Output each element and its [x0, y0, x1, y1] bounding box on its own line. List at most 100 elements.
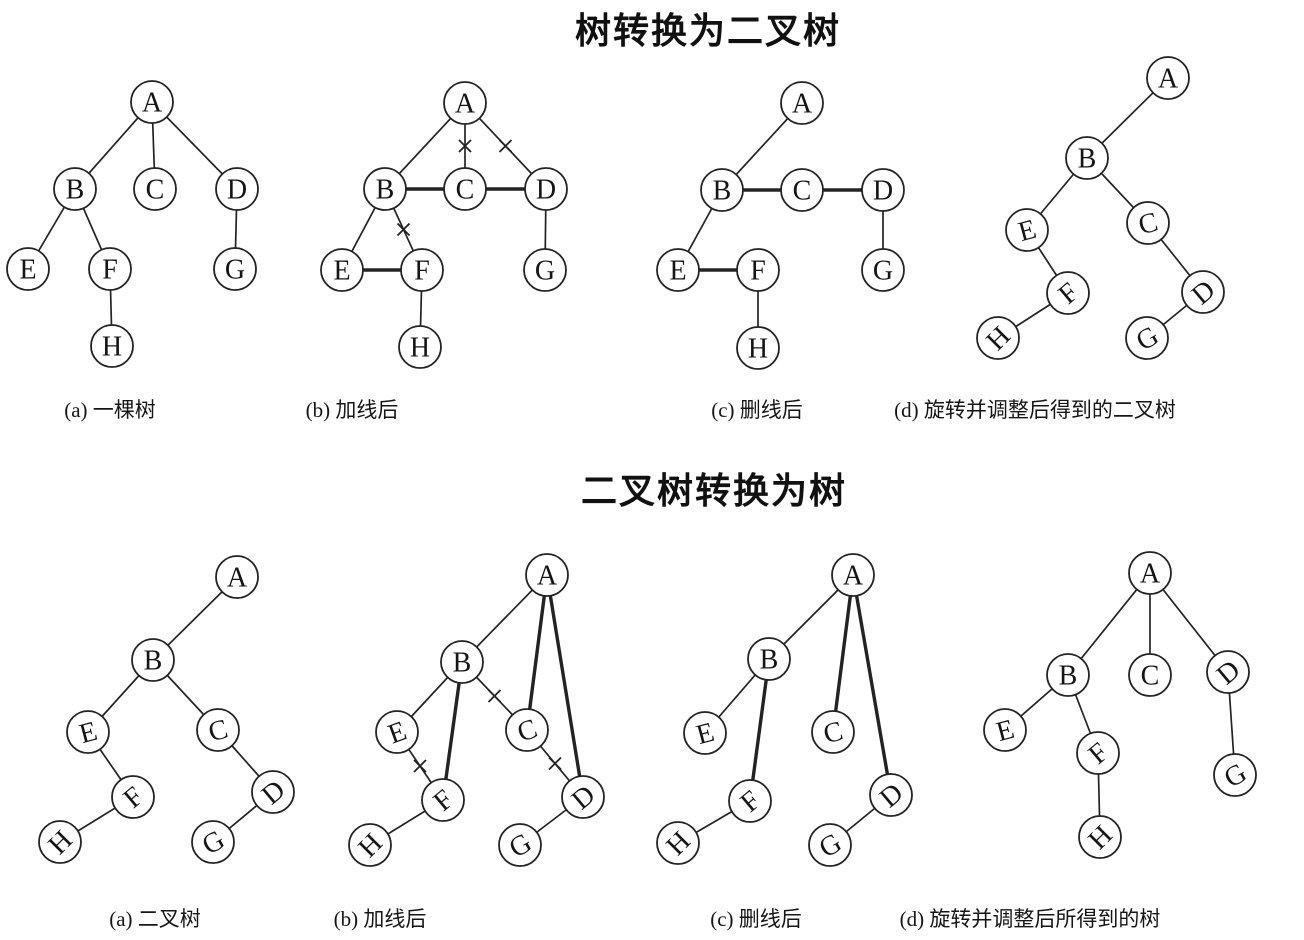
node-tree-lines-removed-B: B: [700, 168, 744, 212]
node-tree-original-B: B: [53, 167, 97, 211]
node-tree-lines-added-F: F: [400, 248, 444, 292]
node-circle: [728, 779, 772, 823]
node-tree-result-binary-tree-G: G: [1125, 316, 1169, 360]
node-tree-lines-removed-D: D: [861, 168, 905, 212]
node-binary-tree-result-tree-A: A: [1128, 551, 1172, 595]
node-label: D: [873, 176, 893, 207]
node-circle: [400, 248, 444, 292]
node-circle: [1128, 653, 1172, 697]
node-tree-lines-removed-A: A: [780, 81, 824, 125]
node-binary-tree-result-tree-B: B: [1046, 653, 1090, 697]
node-circle: [191, 820, 235, 864]
node-binary-tree-original-A: A: [215, 555, 259, 599]
node-binary-tree-lines-added-A: A: [525, 553, 569, 597]
node-label: B: [1078, 144, 1097, 175]
node-circle: [398, 325, 442, 369]
node-circle: [440, 640, 484, 684]
edge-A-C: [525, 573, 549, 732]
node-circle: [421, 778, 465, 822]
node-label: B: [144, 646, 163, 677]
node-circle: [861, 248, 905, 292]
node-binary-tree-lines-added-F: F: [421, 778, 465, 822]
node-label: B: [453, 648, 472, 679]
node-tree-original-G: G: [213, 247, 257, 291]
node-circle: [111, 775, 155, 819]
node-circle: [524, 167, 568, 211]
node-label: B: [713, 176, 732, 207]
node-binary-tree-lines-removed-G: G: [808, 823, 852, 867]
node-circle: [656, 248, 700, 292]
node-circle: [700, 168, 744, 212]
node-binary-tree-original-D: D: [251, 770, 295, 814]
node-circle: [90, 324, 134, 368]
node-circle: [780, 168, 824, 212]
node-label: A: [843, 561, 864, 592]
node-circle: [251, 770, 295, 814]
caption-tree-lines-removed: (c) 删线后: [711, 398, 803, 422]
edge-A-D: [851, 573, 893, 797]
edge-B-F: [441, 660, 464, 802]
node-label: C: [1141, 661, 1160, 692]
node-circle: [38, 820, 82, 864]
node-label: C: [456, 175, 475, 206]
node-circle: [505, 708, 549, 752]
node-label: A: [227, 563, 248, 594]
node-circle: [869, 773, 913, 817]
node-circle: [831, 553, 875, 597]
node-circle: [1078, 815, 1122, 859]
edge-A-D: [545, 573, 585, 799]
node-binary-tree-result-tree-G: G: [1213, 753, 1257, 797]
node-circle: [736, 326, 780, 370]
node-circle: [130, 80, 174, 124]
node-circle: [131, 638, 175, 682]
caption-tree-lines-added: (b) 加线后: [305, 398, 399, 422]
node-circle: [1125, 316, 1169, 360]
node-binary-tree-lines-added-D: D: [561, 775, 605, 819]
node-circle: [1065, 136, 1109, 180]
node-label: H: [102, 332, 122, 363]
node-binary-tree-original-C: C: [196, 708, 240, 752]
node-circle: [1126, 201, 1170, 245]
node-binary-tree-result-tree-C: C: [1128, 653, 1172, 697]
node-circle: [656, 821, 700, 865]
node-tree-original-C: C: [133, 167, 177, 211]
node-binary-tree-lines-removed-A: A: [831, 553, 875, 597]
node-circle: [348, 823, 392, 867]
node-label: B: [1059, 661, 1078, 692]
node-circle: [53, 167, 97, 211]
node-binary-tree-result-tree-H: H: [1078, 815, 1122, 859]
node-circle: [215, 167, 259, 211]
node-label: C: [793, 176, 812, 207]
node-circle: [215, 555, 259, 599]
node-circle: [443, 81, 487, 125]
node-circle: [808, 823, 852, 867]
cut-mark-B-F: [396, 222, 411, 237]
caption-tree-result-binary-tree: (d) 旋转并调整后得到的二叉树: [894, 398, 1176, 422]
cut-mark-A-C: [458, 139, 472, 153]
node-circle: [736, 248, 780, 292]
caption-tree-original: (a) 一棵树: [64, 398, 156, 422]
cut-mark-C-D: [548, 756, 562, 771]
node-tree-result-binary-tree-C: C: [1126, 201, 1170, 245]
caption-binary-tree-original: (a) 二叉树: [109, 907, 201, 931]
node-circle: [861, 168, 905, 212]
node-label: D: [227, 175, 247, 206]
node-tree-lines-added-B: B: [363, 167, 407, 211]
node-circle: [1213, 753, 1257, 797]
node-binary-tree-original-H: H: [38, 820, 82, 864]
node-circle: [976, 316, 1020, 360]
node-label: A: [455, 89, 476, 120]
node-label: E: [669, 256, 686, 287]
node-circle: [683, 711, 727, 755]
node-tree-lines-removed-F: F: [736, 248, 780, 292]
node-label: H: [410, 333, 430, 364]
node-tree-result-binary-tree-H: H: [976, 316, 1020, 360]
node-binary-tree-original-G: G: [191, 820, 235, 864]
node-label: A: [1158, 64, 1179, 95]
